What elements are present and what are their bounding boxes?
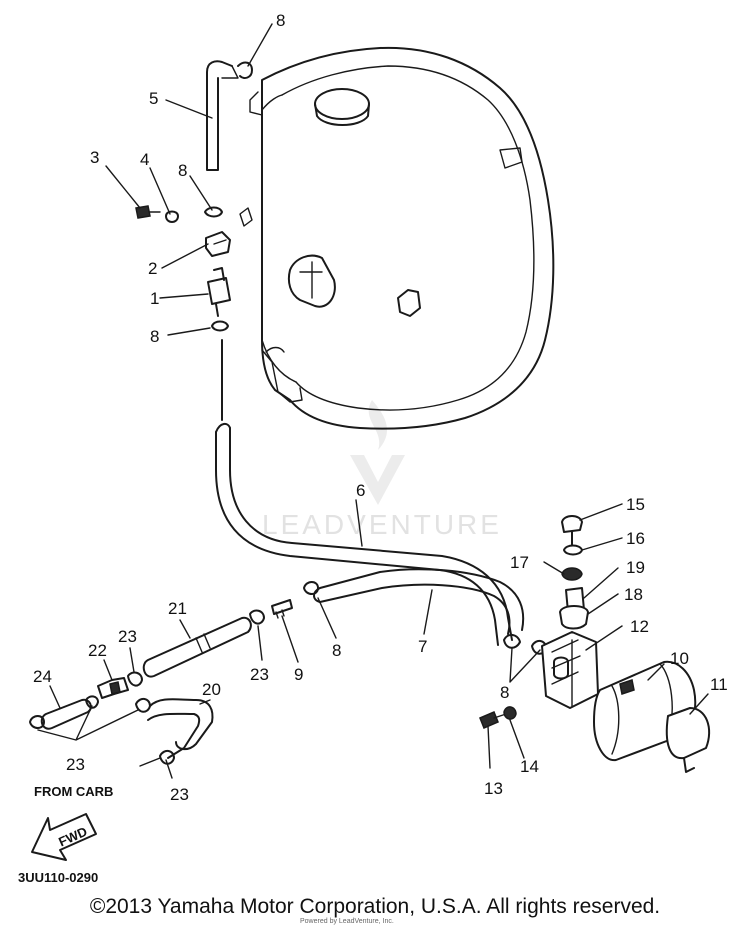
callout-12: 12 — [630, 617, 649, 636]
callout-21: 21 — [168, 599, 187, 618]
watermark-text: LEADVENTURE — [262, 509, 502, 540]
callout-16: 16 — [626, 529, 645, 548]
fwd-label: FWD — [56, 824, 89, 850]
watermark: LEADVENTURE — [262, 400, 502, 540]
callout-2: 2 — [148, 259, 157, 278]
fuel-cock-assembly — [135, 205, 231, 332]
callout-11: 11 — [710, 675, 728, 694]
callout-15: 15 — [626, 495, 645, 514]
fuel-hose-7 — [313, 568, 525, 635]
vent-hose-5 — [204, 60, 253, 218]
callout-18: 18 — [624, 585, 643, 604]
callout-numbers: 8 5 3 4 8 2 1 8 6 15 16 17 19 18 21 12 2… — [33, 11, 728, 804]
callout-22: 22 — [88, 641, 107, 660]
callout-4: 4 — [140, 150, 149, 169]
callout-6: 6 — [356, 481, 365, 500]
clip-8 — [503, 634, 521, 649]
callout-19: 19 — [626, 558, 645, 577]
callout-20: 20 — [202, 680, 221, 699]
fuel-strainer-12 — [541, 631, 599, 709]
fitting-9 — [271, 599, 293, 619]
callout-24: 24 — [33, 667, 52, 686]
callout-5: 5 — [149, 89, 158, 108]
hose-24 — [29, 695, 99, 730]
fuel-tank — [239, 46, 555, 430]
washer-17 — [561, 567, 583, 581]
fuel-pump-10 — [593, 660, 711, 773]
washer-14 — [503, 706, 517, 720]
part-code: 3UU110-0290 — [18, 870, 98, 885]
fitting-22 — [97, 671, 143, 699]
bolt-13 — [479, 711, 507, 729]
clip-8 — [303, 581, 319, 595]
from-carb-label: FROM CARB — [34, 784, 113, 799]
copyright-notice: ©2013 Yamaha Motor Corporation, U.S.A. A… — [89, 895, 661, 918]
callout-3: 3 — [90, 148, 99, 167]
hose-20 — [135, 698, 214, 765]
washer-16 — [563, 544, 583, 556]
fuel-hose-6 — [215, 339, 513, 646]
powered-by-footnote: Powered by LeadVenture, Inc. — [300, 918, 394, 925]
callout-8: 8 — [178, 161, 187, 180]
callout-14: 14 — [520, 757, 539, 776]
callout-10: 10 — [670, 649, 689, 668]
callout-17: 17 — [510, 553, 529, 572]
callout-8: 8 — [332, 641, 341, 660]
callout-7: 7 — [418, 637, 427, 656]
forward-arrow-icon: FWD — [31, 813, 97, 861]
callout-8: 8 — [276, 11, 285, 30]
leader-lines — [37, 23, 709, 779]
callout-23: 23 — [118, 627, 137, 646]
hose-21 — [142, 609, 265, 678]
callout-23: 23 — [170, 785, 189, 804]
callout-1: 1 — [150, 289, 159, 308]
callout-23: 23 — [250, 665, 269, 684]
bolt-15 — [561, 515, 583, 549]
callout-8: 8 — [500, 683, 509, 702]
callout-8: 8 — [150, 327, 159, 346]
damper-18 — [559, 605, 589, 630]
callout-23: 23 — [66, 755, 85, 774]
callout-13: 13 — [484, 779, 503, 798]
callout-9: 9 — [294, 665, 303, 684]
